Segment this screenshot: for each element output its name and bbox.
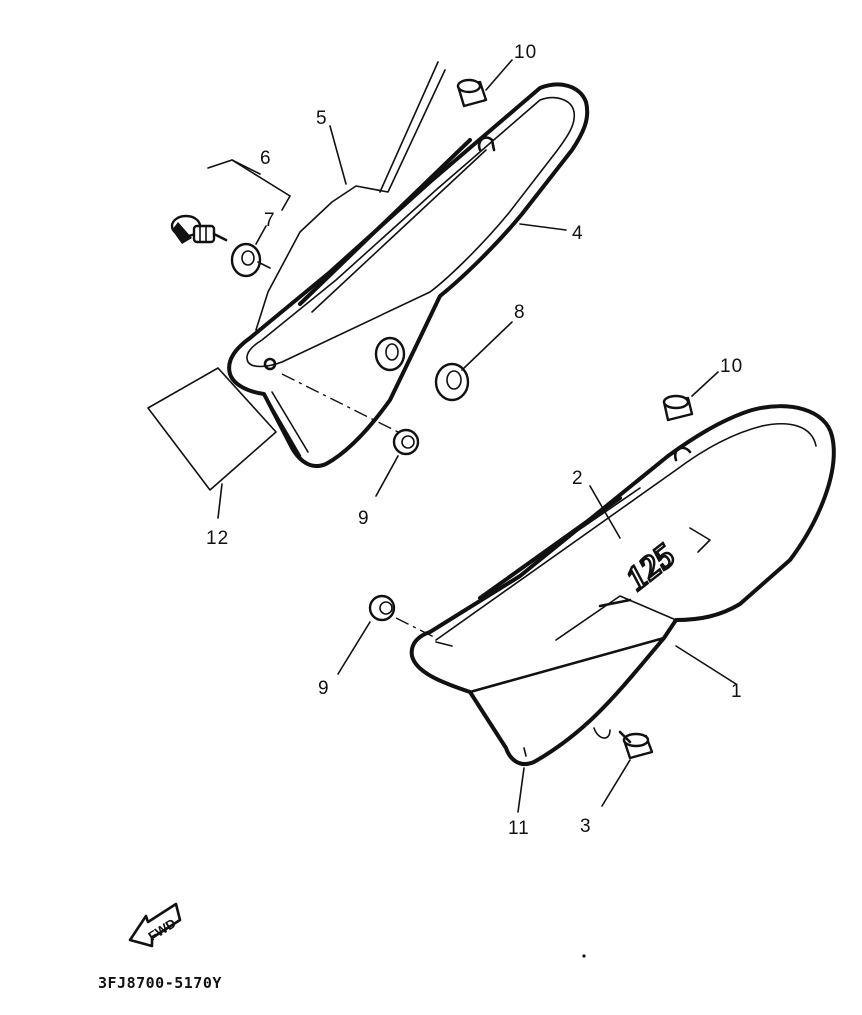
decal-label: 125: [619, 537, 682, 598]
callout-10-lower: 10: [720, 356, 743, 377]
part-10-grommet-upper: [456, 59, 513, 108]
callout-11: 11: [508, 818, 530, 839]
callout-4: 4: [572, 223, 584, 244]
callout-9-lower: 9: [318, 678, 330, 699]
part-9-grommet-upper: [281, 373, 420, 497]
callout-6: 6: [260, 148, 272, 169]
fwd-arrow-icon: FWD: [128, 902, 182, 948]
callout-9-upper: 9: [358, 508, 370, 529]
part-6-knob-assembly: [170, 159, 292, 244]
part-3-bolt: [601, 730, 654, 807]
callout-12: 12: [206, 528, 229, 549]
diagram-code: 3FJ8700-5170Y: [98, 974, 222, 992]
callout-2: 2: [572, 468, 584, 489]
callout-3: 3: [580, 816, 592, 837]
callout-1: 1: [731, 681, 743, 702]
part-10-grommet-lower: [662, 371, 719, 422]
stray-dot: [582, 954, 586, 958]
callout-10-upper: 10: [514, 42, 537, 63]
part-8-damper: [374, 321, 513, 402]
part-4-left-side-cover: [227, 82, 590, 468]
callout-8: 8: [514, 302, 526, 323]
part-1-right-side-cover: [409, 404, 836, 767]
callout-5: 5: [316, 108, 328, 129]
part-12-sheet: [147, 367, 277, 519]
part-5-inner-sheet: [255, 61, 446, 331]
part-11-trim: [517, 747, 527, 813]
callout-7: 7: [264, 210, 276, 231]
part-7-washer: [230, 225, 271, 278]
part-9-grommet-lower: [337, 594, 437, 675]
